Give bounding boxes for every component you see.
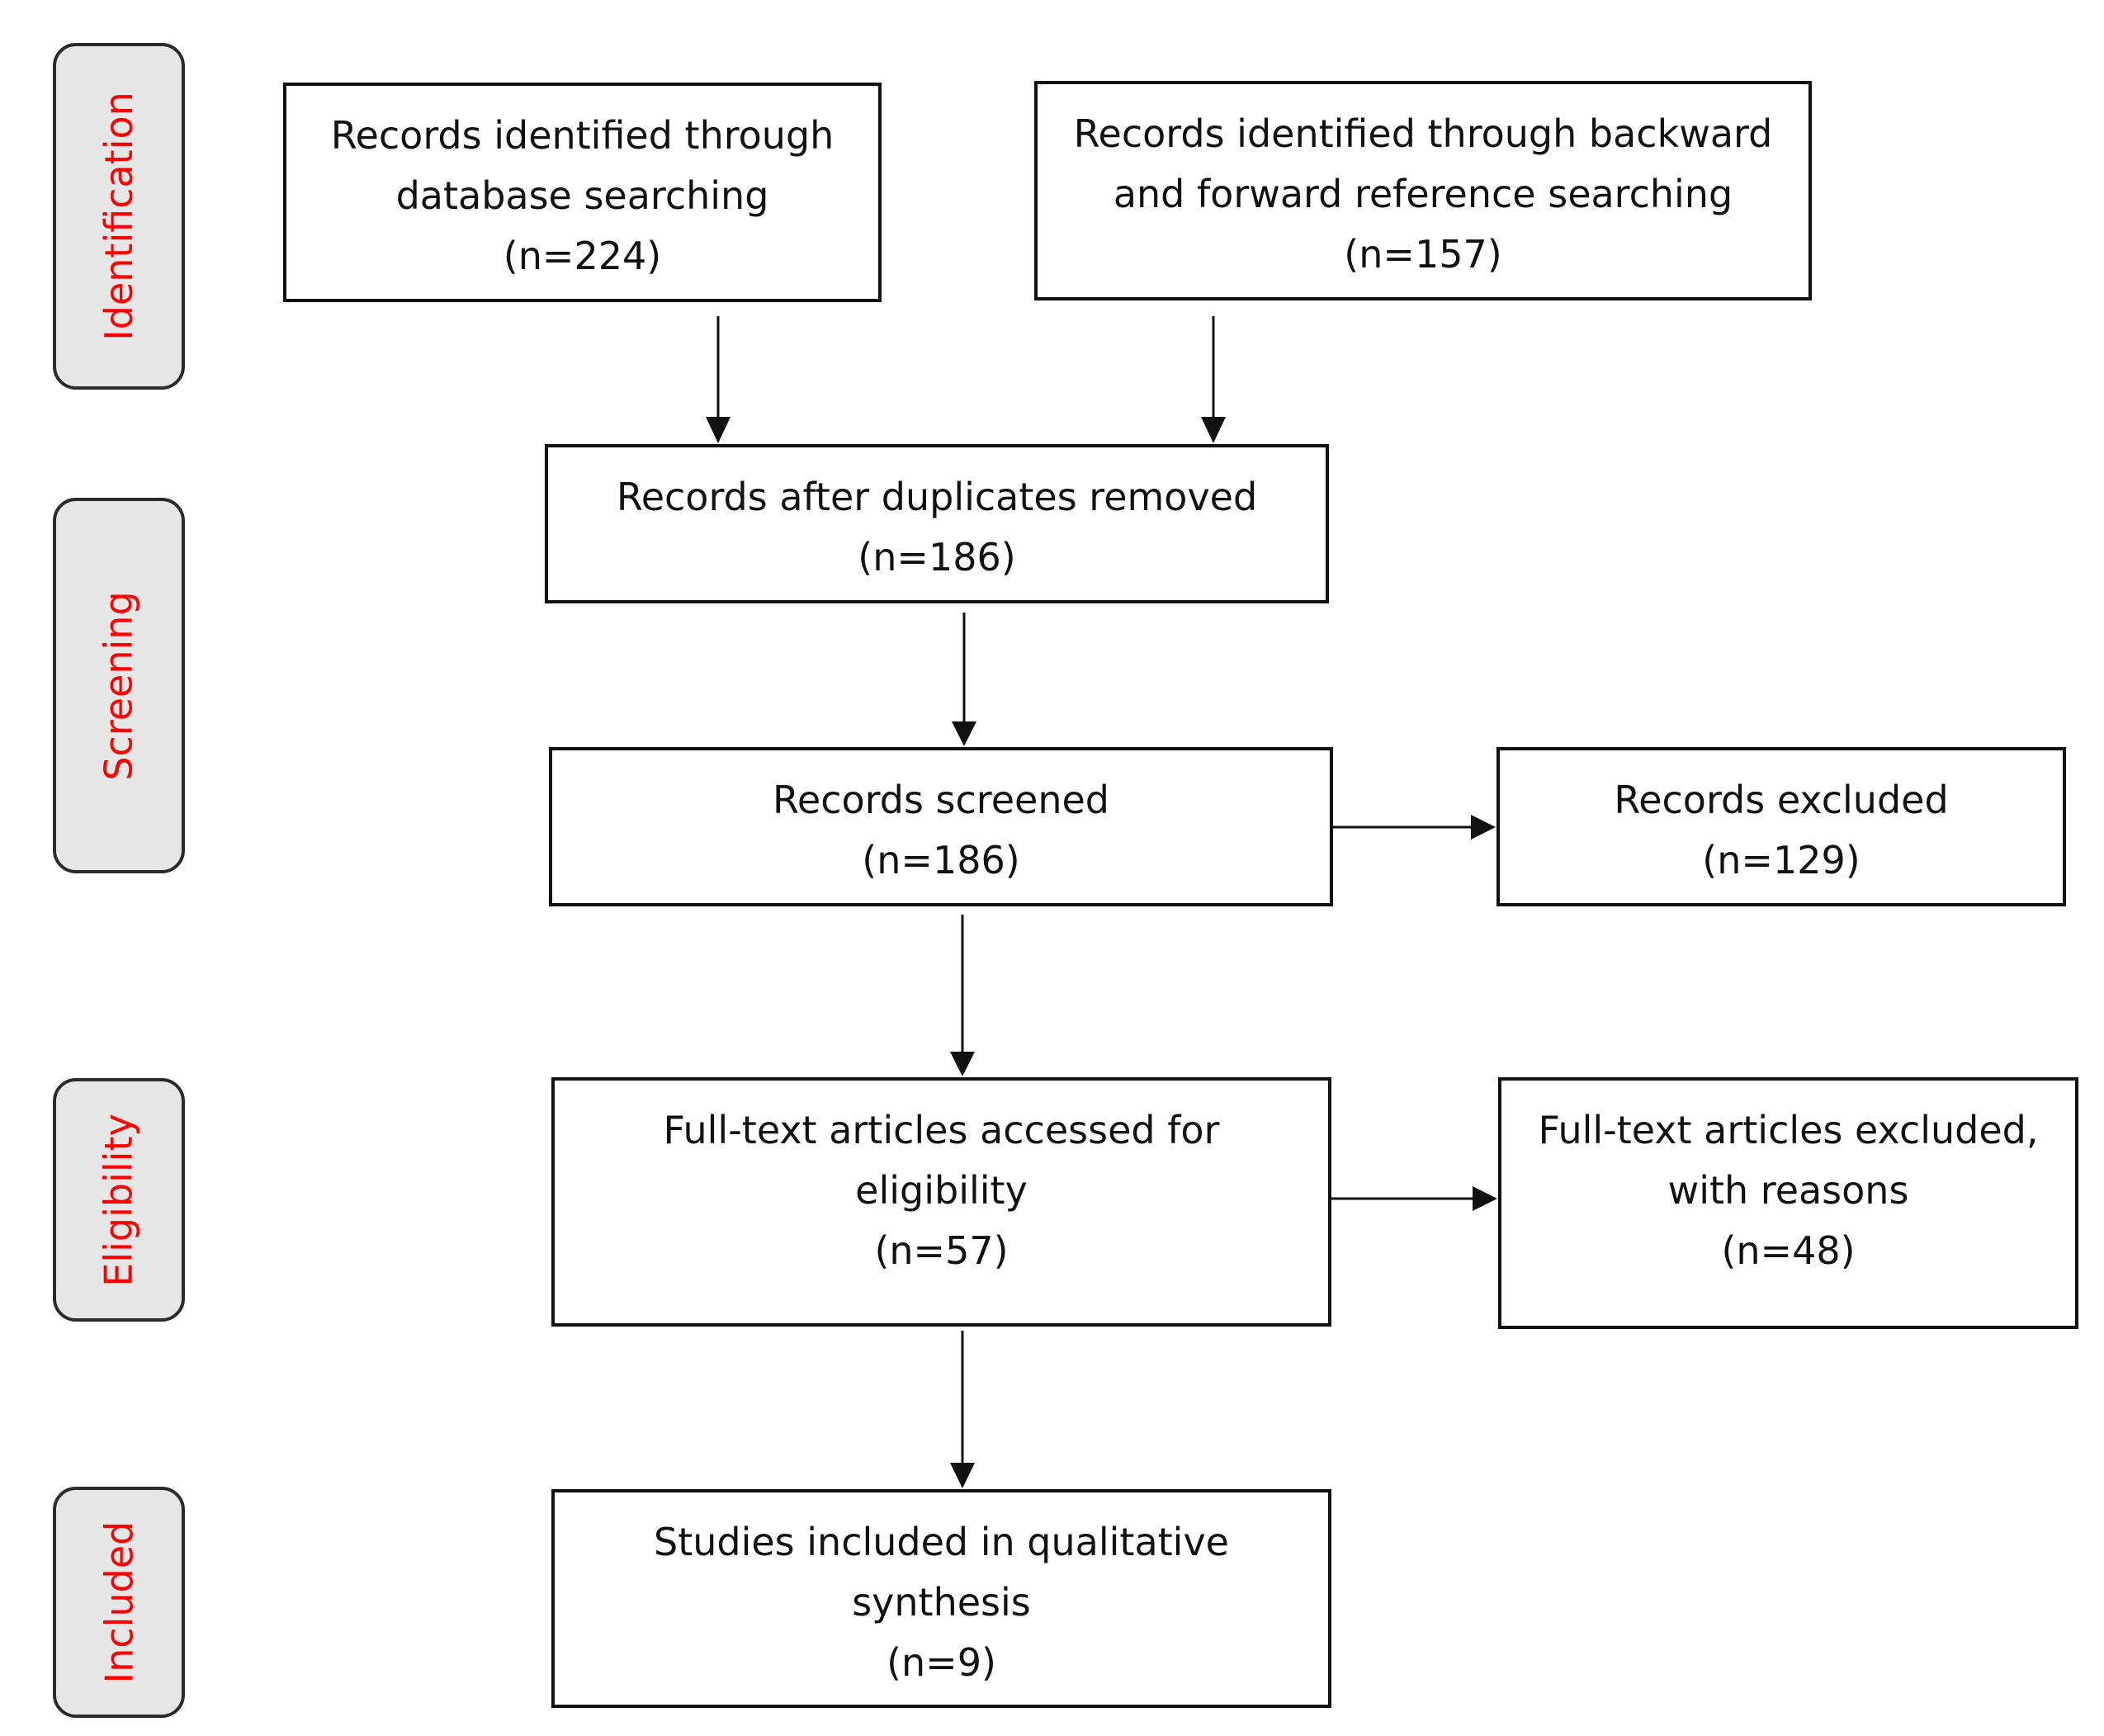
box-records-excluded-count: (n=129) xyxy=(1702,838,1861,882)
box-database-search: Records identified through database sear… xyxy=(283,83,882,302)
box-reference-search: Records identified through backward and … xyxy=(1034,81,1812,300)
arrow-database-to-duplicates xyxy=(706,316,730,443)
box-screened: Records screened (n=186) xyxy=(549,747,1333,906)
arrow-screened-to-excluded xyxy=(1333,815,1496,840)
phase-identification: Identification xyxy=(53,43,185,390)
arrow-duplicates-to-screened xyxy=(952,613,976,746)
arrow-screened-to-fulltext xyxy=(950,915,975,1076)
box-included-studies-line1: Studies included in qualitative xyxy=(654,1520,1229,1564)
box-fulltext-excluded-count: (n=48) xyxy=(1721,1228,1856,1273)
box-reference-search-count: (n=157) xyxy=(1344,232,1502,277)
box-database-search-count: (n=224) xyxy=(503,234,662,278)
phase-screening: Screening xyxy=(53,498,185,873)
box-records-excluded-line1: Records excluded xyxy=(1614,778,1949,822)
phase-included: Included xyxy=(53,1487,185,1718)
box-reference-search-line2: and forward reference searching xyxy=(1113,172,1733,216)
box-fulltext-excluded: Full-text articles excluded, with reason… xyxy=(1498,1077,2078,1329)
box-fulltext-assessed-count: (n=57) xyxy=(874,1228,1009,1273)
box-included-studies-line2: synthesis xyxy=(852,1580,1031,1625)
box-duplicates-removed-line1: Records after duplicates removed xyxy=(616,475,1258,519)
phase-eligibility: Eligibility xyxy=(53,1078,185,1322)
box-reference-search-line1: Records identified through backward xyxy=(1073,111,1773,156)
box-fulltext-assessed-line1: Full-text articles accessed for xyxy=(663,1108,1220,1152)
box-duplicates-removed-count: (n=186) xyxy=(858,535,1016,579)
box-screened-count: (n=186) xyxy=(862,838,1020,882)
box-fulltext-excluded-line1: Full-text articles excluded, xyxy=(1538,1108,2039,1152)
box-database-search-line2: database searching xyxy=(395,173,769,218)
box-fulltext-excluded-line2: with reasons xyxy=(1667,1168,1909,1213)
arrow-reference-to-duplicates xyxy=(1201,316,1226,443)
box-screened-line1: Records screened xyxy=(773,778,1109,822)
box-duplicates-removed: Records after duplicates removed (n=186) xyxy=(545,444,1329,603)
box-fulltext-assessed-line2: eligibility xyxy=(855,1168,1028,1213)
box-included-studies-count: (n=9) xyxy=(887,1640,996,1685)
box-records-excluded: Records excluded (n=129) xyxy=(1496,747,2066,906)
box-database-search-line1: Records identified through xyxy=(330,113,835,158)
box-fulltext-assessed: Full-text articles accessed for eligibil… xyxy=(551,1077,1331,1327)
box-included-studies: Studies included in qualitative synthesi… xyxy=(551,1489,1331,1708)
arrow-fulltext-to-included xyxy=(950,1331,975,1488)
arrow-fulltext-to-excluded xyxy=(1331,1186,1497,1211)
